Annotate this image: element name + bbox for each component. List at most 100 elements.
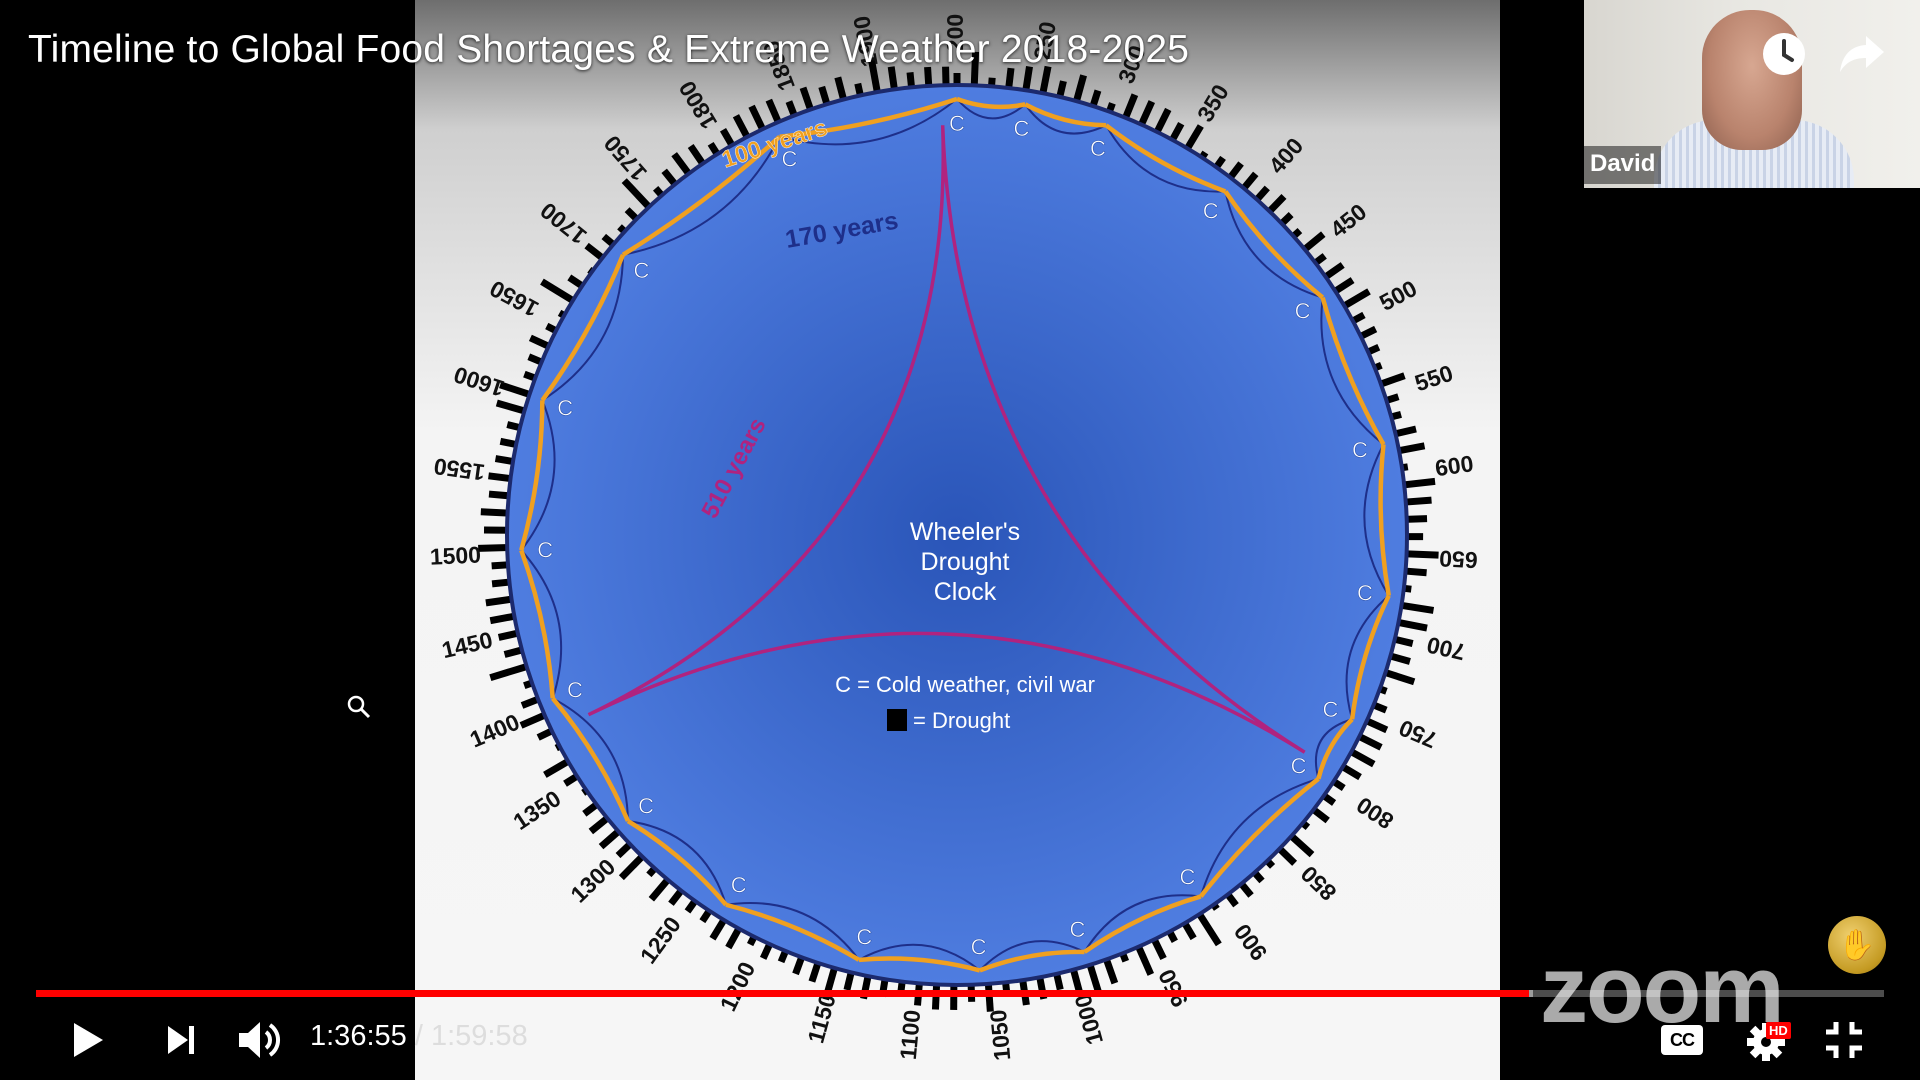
center-title-line: Clock (934, 578, 997, 606)
navy-cycle-arc (779, 98, 958, 146)
cold-marker: C (1179, 865, 1195, 890)
year-label: 1300 (565, 853, 620, 907)
settings-button[interactable]: HD (1738, 1012, 1798, 1068)
orange-cycle-arc (1024, 102, 1107, 128)
navy-cycle-arc (1199, 777, 1319, 897)
drought-bar (480, 508, 510, 517)
drought-bar (1396, 442, 1426, 455)
year-label: 350 (1192, 80, 1234, 126)
orange-cycle-arc (1378, 444, 1391, 597)
navy-cycle-arc (1345, 594, 1390, 720)
orange-cycle-arc (1199, 777, 1320, 898)
clock-disc (505, 83, 1409, 987)
play-button[interactable] (62, 1012, 114, 1068)
drought-bar (1403, 496, 1432, 506)
year-label: 600 (1433, 450, 1475, 481)
drought-bar (1300, 231, 1326, 254)
cold-marker: C (1357, 580, 1373, 605)
drought-bar (1121, 93, 1139, 121)
orange-cycle-arc (626, 819, 728, 907)
orange-cycle-arc (1349, 594, 1391, 720)
progress-bar[interactable] (36, 990, 1884, 997)
year-label: 750 (1395, 715, 1441, 754)
year-label: 900 (1229, 919, 1273, 965)
year-label: 1000 (1069, 991, 1108, 1047)
center-title-line: Wheeler's (910, 518, 1020, 546)
exit-fullscreen-icon (1826, 1022, 1862, 1058)
orange-cycle-arc (979, 949, 1085, 973)
play-icon (74, 1023, 103, 1057)
captions-button[interactable]: CC (1654, 1012, 1710, 1068)
year-label: 1350 (508, 785, 565, 835)
drought-bar (519, 711, 548, 729)
center-title-line: Drought (921, 548, 1010, 576)
orange-cycle-arc (519, 400, 545, 551)
orange-cycle-arc (1104, 123, 1227, 194)
year-label: 1650 (485, 275, 542, 322)
year-label: 200 (942, 14, 968, 52)
drought-bar (1340, 288, 1371, 310)
cc-icon (1661, 1025, 1703, 1055)
current-time: 1:36:55 (310, 1020, 407, 1052)
drought-bar (1356, 732, 1383, 751)
cold-marker: C (1014, 116, 1030, 141)
drought-bar (748, 104, 767, 133)
year-label: 1750 (599, 130, 652, 186)
navy-cycle-arc (622, 136, 781, 256)
year-label: 650 (1439, 546, 1479, 574)
year-label: 1400 (466, 709, 523, 753)
time-display: 1:36:55 / 1:59:58 (310, 1020, 528, 1053)
drought-bar (598, 827, 623, 850)
cold-marker: C (731, 872, 747, 897)
drought-bar (732, 114, 752, 141)
drought-bar (1022, 66, 1033, 93)
drought-bar (1347, 747, 1376, 768)
orange-cycle-arc (858, 956, 981, 973)
orange-cycle-arc (621, 135, 782, 257)
cold-marker: C (638, 793, 654, 818)
volume-button[interactable] (232, 1012, 288, 1068)
drought-bar (485, 595, 515, 607)
orange-cycle-arc (956, 96, 1026, 110)
navy-cycle-arc (1083, 894, 1201, 953)
navy-cycle-arc (725, 901, 860, 961)
year-label: 550 (1412, 360, 1457, 397)
orange-cycle-arc (725, 902, 861, 962)
cold-marker: C (1295, 299, 1311, 324)
participant-video[interactable]: David (1584, 0, 1920, 188)
drought-bar (1137, 100, 1156, 128)
orange-cycle-arc (1316, 717, 1354, 780)
participant-name: David (1584, 146, 1662, 184)
drought-bar (648, 875, 672, 902)
drought-bar (1072, 74, 1087, 105)
drought-bar (488, 472, 513, 483)
cold-marker: C (1352, 437, 1368, 462)
cold-marker: C (1090, 136, 1106, 161)
year-label: 450 (1325, 198, 1371, 242)
drought-bar (799, 86, 815, 113)
drought-bar (499, 381, 533, 399)
drought-bar (887, 66, 899, 92)
cold-marker: C (1322, 697, 1338, 722)
cold-marker: C (971, 934, 987, 959)
navy-cycle-arc (1024, 103, 1107, 135)
year-label: 700 (1424, 632, 1467, 666)
raise-hand-icon[interactable]: ✋ (1828, 916, 1886, 974)
navy-cycle-arc (1320, 297, 1385, 446)
next-button[interactable] (156, 1012, 206, 1068)
orange-cycle-arc (1223, 190, 1325, 300)
drought-bar (1395, 618, 1428, 632)
video-title[interactable]: Timeline to Global Food Shortages & Extr… (28, 28, 1190, 71)
exit-fullscreen-button[interactable] (1816, 1012, 1872, 1068)
year-label: 1200 (715, 958, 761, 1015)
year-label: 1150 (802, 991, 840, 1046)
navy-cycle-arc (858, 943, 981, 972)
drought-bar (834, 76, 848, 103)
year-label: 1100 (895, 1009, 925, 1061)
share-icon[interactable] (1834, 26, 1890, 82)
navy-cycle-arc (1363, 443, 1390, 597)
navy-cycle-arc (541, 254, 625, 402)
next-icon (168, 1026, 194, 1054)
watch-later-icon[interactable] (1756, 26, 1812, 82)
cold-marker: C (633, 258, 649, 283)
